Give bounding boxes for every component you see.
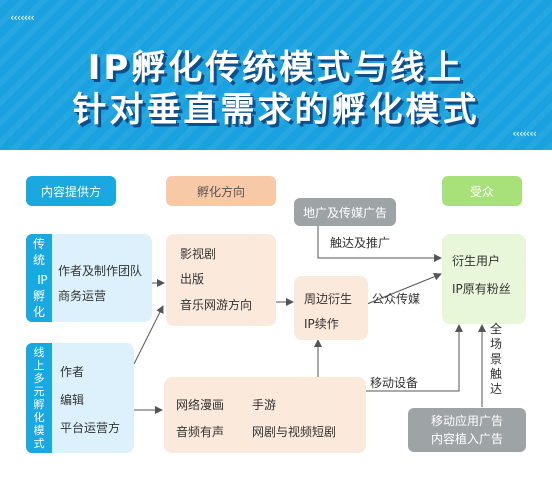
arrow-online-to-traditional-directions (133, 305, 164, 365)
traditional-label-char: 统 (32, 253, 45, 267)
all-scene-char: 景 (490, 352, 503, 366)
direction-item: 影视剧 (180, 247, 217, 261)
ground-ads-label: 地广及传媒广告 (302, 205, 387, 220)
mobile-ads-label: 内容植入广告 (430, 432, 503, 446)
online-item: 编辑 (60, 393, 85, 407)
title-line-1: IP孵化传统模式与线上 (87, 48, 465, 88)
online-label-char: 模 (33, 424, 45, 437)
arrow-ground-ads-to-audience (317, 226, 442, 262)
audience-item: IP原有粉丝 (452, 282, 511, 296)
online-directions-box (164, 377, 366, 453)
header-audience: 受众 (442, 176, 522, 206)
traditional-label-char: 传 (32, 237, 45, 251)
edge-label-all-scene: 全 场 景 触 达 (490, 322, 502, 397)
traditional-item: 作者及制作团队 (58, 264, 143, 278)
arrow-derivative-to-audience (366, 272, 442, 305)
all-scene-char: 达 (490, 382, 503, 396)
online-label-char: 元 (33, 385, 45, 398)
online-direction-item: 音频有声 (176, 425, 225, 439)
online-label: 线 上 多 元 孵 化 模 式 (26, 343, 52, 453)
arrow-mobile-device-to-audience (366, 324, 463, 392)
banner-stripes (0, 0, 552, 150)
online-label-char: 多 (33, 372, 45, 385)
chevron-decoration-top: ‹‹‹‹‹‹‹ (10, 11, 35, 24)
traditional-label-char: 化 (32, 305, 45, 319)
audience-box (442, 234, 526, 324)
traditional-label: 传 统 I P 孵 化 (26, 234, 52, 322)
online-item: 作者 (60, 365, 85, 379)
header-content-provider: 内容提供方 (26, 176, 116, 206)
all-scene-char: 场 (490, 337, 503, 351)
online-label-char: 孵 (33, 398, 45, 411)
mobile-ads-label: 移动应用广告 (430, 414, 503, 428)
title-line-2: 针对垂直需求的孵化模式 (72, 90, 480, 130)
traditional-item: 商务运营 (58, 289, 107, 303)
edge-label-public-media: 公众传媒 (372, 292, 421, 306)
online-label-char: 化 (33, 411, 45, 424)
traditional-label-char: 孵 (32, 289, 45, 303)
traditional-label-char: P (40, 273, 48, 287)
mobile-ads-box: 移动应用广告 内容植入广告 (408, 408, 526, 452)
derivative-box (294, 276, 368, 340)
all-scene-char: 触 (490, 367, 503, 381)
header-incubation-direction: 孵化方向 (166, 176, 276, 206)
online-direction-item: 手游 (252, 398, 277, 412)
audience-item: 衍生用户 (452, 254, 501, 268)
derivative-item: 周边衍生 (304, 292, 353, 306)
direction-item: 出版 (180, 272, 205, 286)
online-label-char: 式 (33, 437, 45, 450)
traditional-label-char: I (37, 273, 41, 287)
online-item: 平台运营方 (60, 421, 121, 435)
all-scene-char: 全 (490, 322, 503, 336)
chevron-decoration-bottom: ‹‹‹‹‹‹‹ (512, 127, 537, 140)
direction-item: 音乐网游方向 (180, 298, 253, 312)
online-direction-item: 网剧与视频短剧 (252, 425, 337, 439)
ground-ads-box: 地广及传媒广告 (294, 198, 396, 226)
online-label-char: 线 (33, 346, 45, 359)
edge-label-reach-promote: 触达及推广 (330, 236, 391, 250)
traditional-directions-box (166, 234, 276, 326)
edge-label-mobile-device: 移动设备 (370, 376, 419, 390)
derivative-item: IP续作 (304, 317, 339, 331)
online-direction-item: 网络漫画 (176, 398, 225, 412)
title-banner: ‹‹‹‹‹‹‹ ‹‹‹‹‹‹‹ IP孵化传统模式与线上 针对垂直需求的孵化模式 (0, 0, 552, 150)
online-label-char: 上 (33, 359, 45, 372)
